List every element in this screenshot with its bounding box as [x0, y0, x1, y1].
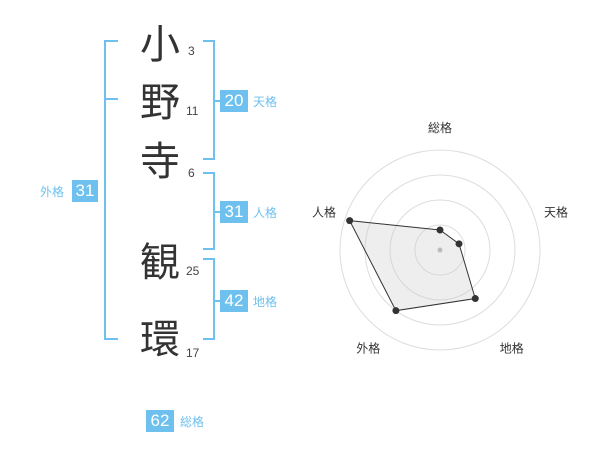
- stroke-count-5: 17: [186, 346, 200, 360]
- stroke-count-3: 6: [188, 166, 195, 180]
- stroke-count-1: 3: [188, 44, 195, 58]
- name-char-4: 観: [140, 240, 180, 286]
- gaikaku-bracket: [104, 40, 118, 340]
- radar-point-5: [346, 217, 354, 225]
- jinkaku-badge: 31: [220, 201, 248, 223]
- stroke-count-2: 11: [186, 104, 199, 118]
- name-char-1: 小: [140, 22, 180, 68]
- radar-point-2: [455, 240, 463, 248]
- chikaku-badge: 42: [220, 290, 248, 312]
- stroke-count-4: 25: [186, 264, 200, 278]
- radar-axis-label-1: 総格: [428, 120, 452, 135]
- radar-ring-4: [339, 149, 541, 351]
- radar-axis-label-5: 人格: [312, 204, 336, 219]
- name-char-2: 野: [140, 80, 180, 126]
- jinkaku-label: 人格: [253, 206, 278, 220]
- chikaku-bracket: [203, 258, 215, 340]
- radar-axis-label-3: 地格: [500, 341, 524, 356]
- name-char-3: 寺: [140, 139, 180, 185]
- gaikaku-label: 外格: [40, 185, 65, 199]
- radar-area: [348, 220, 476, 312]
- gaikaku-badge: 31: [72, 180, 98, 202]
- chikaku-label: 地格: [253, 295, 278, 309]
- chikaku-bracket-tick: [213, 300, 221, 302]
- radar-point-1: [436, 226, 444, 234]
- radar-axis-label-2: 天格: [544, 204, 568, 219]
- radar-axis-label-4: 外格: [356, 341, 380, 356]
- tenkaku-label: 天格: [253, 95, 278, 109]
- radar-point-4: [392, 307, 400, 315]
- name-char-5: 環: [140, 317, 180, 363]
- tenkaku-bracket-tick: [213, 100, 221, 102]
- radar-ring-2: [389, 199, 491, 301]
- soukaku-label: 総格: [180, 415, 205, 429]
- soukaku-badge: 62: [146, 410, 174, 432]
- gaikaku-bracket-tick: [104, 98, 118, 100]
- jinkaku-bracket-tick: [213, 211, 221, 213]
- radar-ring-1: [414, 224, 466, 276]
- radar-point-3: [471, 295, 479, 303]
- tenkaku-badge: 20: [220, 90, 248, 112]
- radar-center-dot: [437, 247, 443, 253]
- radar-points: [346, 217, 479, 315]
